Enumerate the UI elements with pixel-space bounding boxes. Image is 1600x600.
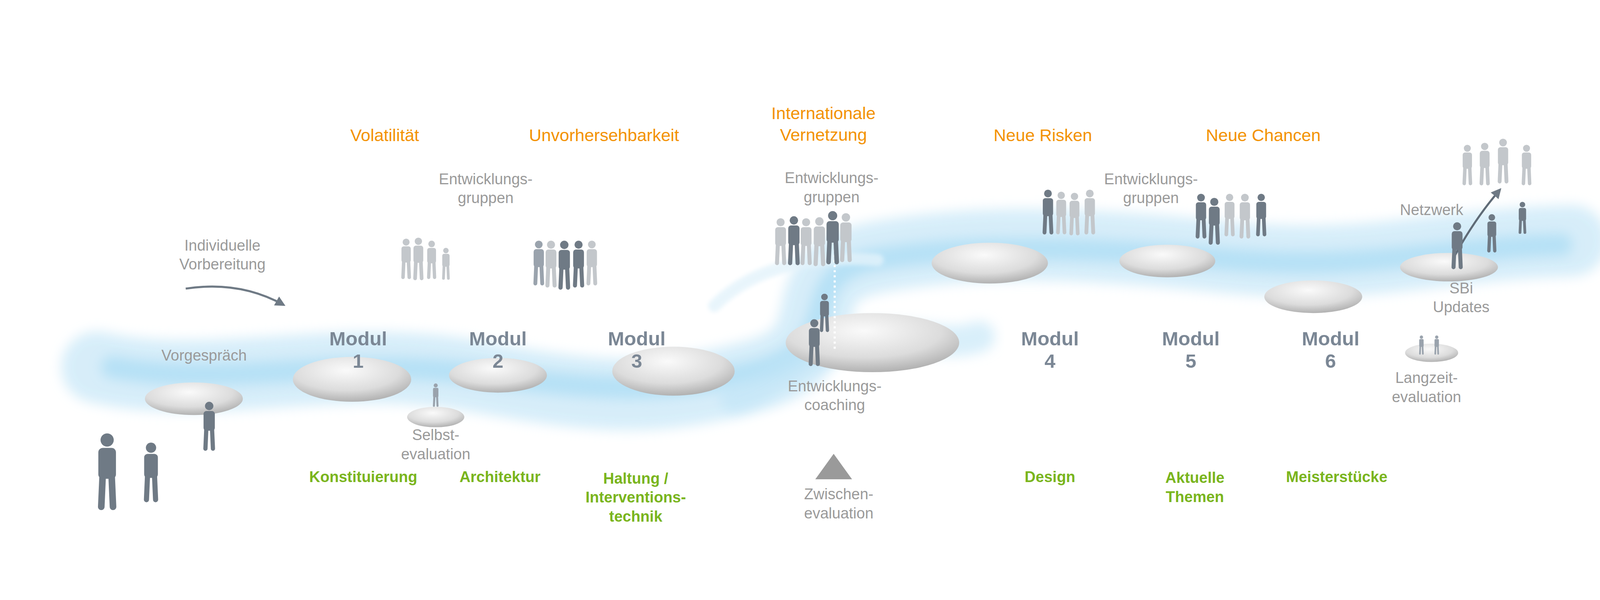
person-figure [401,238,411,278]
person-figure [1042,189,1054,233]
person-figure [1451,222,1463,268]
person-figure [427,240,436,278]
people [98,138,1532,508]
person-figure [586,240,598,284]
person-figure [1069,192,1080,234]
topic-label: Haltung / Interventions- technik [575,469,696,527]
note-label: Individuelle Vorbereitung [179,236,266,274]
heading-label: Neue Risken [993,124,1092,147]
evaluation-triangle [815,454,852,480]
person-figure [788,216,800,264]
person-figure [1208,198,1220,243]
person-figure [800,218,812,264]
person-figure [840,213,852,260]
person-figure [808,319,820,364]
module-label: Modul 4 [1021,327,1079,373]
person-figure [1462,144,1472,184]
heading-label: Volatilität [350,124,420,147]
topic-label: Architektur [459,468,541,488]
person-figure [558,240,570,288]
group-label: Entwicklungs- gruppen [1104,169,1198,208]
person-figure [1419,335,1424,354]
preparation-arrow [185,286,284,306]
evaluation-label: Zwischen- evaluation [804,485,874,524]
topic-label: Aktuelle Themen [1165,468,1225,507]
person-figure [775,218,786,264]
person-figure [1239,194,1250,237]
person-figure [442,248,450,279]
person-figure [1522,144,1532,184]
group-label: Entwicklungs- gruppen [784,168,879,207]
step-label: Entwicklungs- coaching [787,376,882,415]
person-figure [1518,202,1526,233]
person-figure [413,237,424,279]
topic-label: Meisterstücke [1286,468,1388,488]
topic-label: Konstituierung [309,468,418,488]
topic-label: Design [1024,468,1076,488]
person-figure [545,240,557,286]
module-label: Modul 5 [1162,327,1220,373]
module-label: Modul 3 [608,327,666,373]
person-figure [820,294,829,331]
module-label: Modul 2 [469,327,527,373]
person-figure [826,211,839,263]
person-figure [144,442,158,500]
group-label: Entwicklungs- gruppen [438,169,533,208]
step-label: Selbst- evaluation [401,426,471,464]
person-figure [1056,192,1066,233]
person-figure [203,402,215,449]
step-label: Vorgespräch [161,346,247,366]
heading-label: Unvorhersehbarkeit [529,124,680,147]
module-label: Modul 1 [329,327,387,373]
person-figure [1084,189,1096,233]
module-label: Modul 6 [1301,327,1360,373]
network-label: Netzwerk [1400,200,1464,220]
person-figure [1479,142,1490,184]
person-figure [1498,138,1509,182]
person-figure [1196,194,1207,237]
person-figure [1224,194,1235,235]
person-figure [533,240,544,284]
timeline-line [270,151,1373,154]
person-figure [1487,214,1497,252]
heading-label: Neue Chancen [1206,124,1321,147]
step-label: Langzeit- evaluation [1392,368,1462,407]
stepping-stones [144,242,1498,428]
person-figure [813,217,825,264]
person-figure [433,383,439,406]
step-label: SBi Updates [1432,278,1490,317]
person-figure [1256,194,1266,235]
person-figure [98,433,116,508]
heading-label: Internationale Vernetzung [771,102,876,146]
person-figure [1434,335,1439,354]
person-figure [573,240,584,286]
